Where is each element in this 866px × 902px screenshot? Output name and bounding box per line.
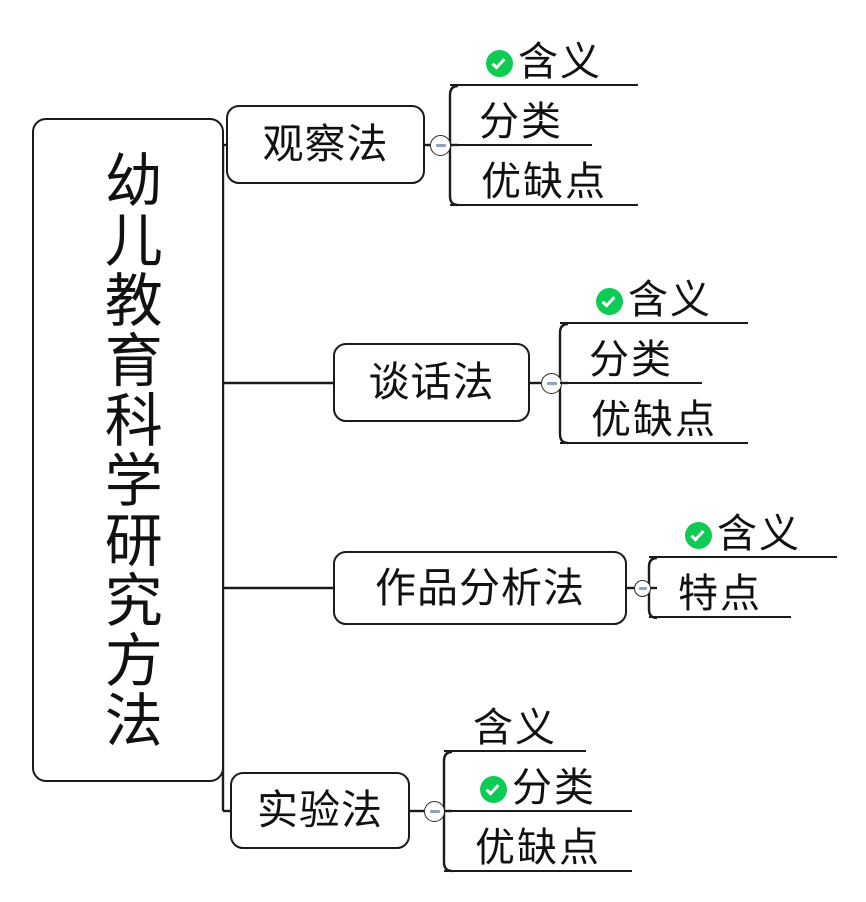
collapse-toggle-3[interactable] (634, 580, 651, 597)
leaf-label-2-2: 分类 (589, 336, 673, 382)
leaf-node-1-3[interactable]: 优缺点 (450, 151, 638, 206)
minus-icon (546, 382, 557, 385)
leaf-label-1-2: 分类 (479, 98, 563, 144)
leaf-node-3-2[interactable]: 特点 (649, 563, 791, 618)
leaf-label-2-3: 优缺点 (591, 396, 717, 442)
collapse-toggle-1[interactable] (430, 135, 451, 156)
leaf-label-1-3: 优缺点 (481, 158, 607, 204)
leaf-node-4-1[interactable]: 含义 (444, 697, 586, 752)
leaf-node-3-1[interactable]: 含义 (649, 503, 837, 558)
leaf-label-3-1: 含义 (717, 510, 801, 556)
minus-icon (638, 587, 647, 590)
leaf-label-4-3: 优缺点 (475, 824, 601, 870)
branch-label-3: 作品分析法 (375, 564, 585, 611)
branch-label-2: 谈话法 (368, 359, 495, 405)
minus-icon (435, 144, 446, 147)
branch-label-1: 观察法 (262, 121, 389, 167)
collapse-toggle-4[interactable] (424, 801, 445, 822)
leaf-node-4-2[interactable]: 分类 (444, 757, 632, 812)
leaf-node-4-3[interactable]: 优缺点 (444, 817, 632, 872)
check-circle-icon (486, 50, 513, 77)
check-circle-icon (685, 522, 712, 549)
branch-node-4[interactable]: 实验法 (230, 772, 410, 849)
branch-node-1[interactable]: 观察法 (226, 105, 425, 184)
branch-label-4: 实验法 (257, 787, 383, 833)
check-circle-icon (480, 776, 507, 803)
leaf-node-1-2[interactable]: 分类 (450, 91, 592, 146)
branch-node-2[interactable]: 谈话法 (333, 343, 530, 422)
root-node[interactable]: 幼儿教育科学研究方法 (32, 118, 224, 782)
check-circle-icon (596, 288, 623, 315)
leaf-node-2-1[interactable]: 含义 (560, 269, 748, 324)
collapse-toggle-2[interactable] (541, 373, 562, 394)
leaf-label-1-1: 含义 (518, 38, 602, 84)
leaf-label-3-2: 特点 (678, 570, 762, 616)
leaf-node-2-3[interactable]: 优缺点 (560, 389, 748, 444)
root-label: 幼儿教育科学研究方法 (95, 150, 161, 750)
leaf-node-2-2[interactable]: 分类 (560, 329, 702, 384)
leaf-node-1-1[interactable]: 含义 (450, 31, 638, 86)
minus-icon (429, 810, 440, 813)
leaf-label-4-2: 分类 (512, 764, 596, 810)
leaf-label-4-1: 含义 (473, 704, 557, 750)
branch-node-3[interactable]: 作品分析法 (333, 551, 627, 625)
leaf-label-2-1: 含义 (628, 276, 712, 322)
